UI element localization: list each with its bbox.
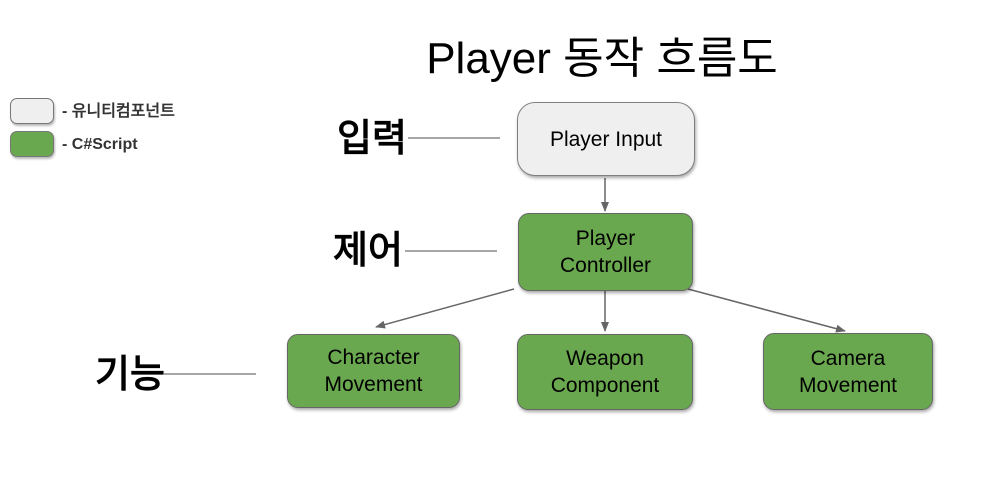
cs-script-swatch xyxy=(10,131,54,157)
row-label-input: 입력 xyxy=(337,118,407,160)
node-player-input: Player Input xyxy=(517,102,695,176)
diagram-title: Player 동작 흐름도 xyxy=(426,34,778,83)
unity-component-swatch xyxy=(10,98,54,124)
arrow-controller-to-character xyxy=(375,288,515,329)
row-label-function: 기능 xyxy=(95,354,165,396)
node-player-controller: Player Controller xyxy=(518,213,693,291)
legend-label-cs-script: - C#Script xyxy=(62,136,138,153)
node-character-movement: Character Movement xyxy=(287,334,460,408)
node-weapon-component: Weapon Component xyxy=(517,334,693,410)
row-label-control: 제어 xyxy=(333,230,403,272)
arrow-controller-to-camera xyxy=(687,288,846,333)
legend-label-unity-component: - 유니티컴포넌트 xyxy=(62,103,175,120)
node-camera-movement: Camera Movement xyxy=(763,333,933,410)
